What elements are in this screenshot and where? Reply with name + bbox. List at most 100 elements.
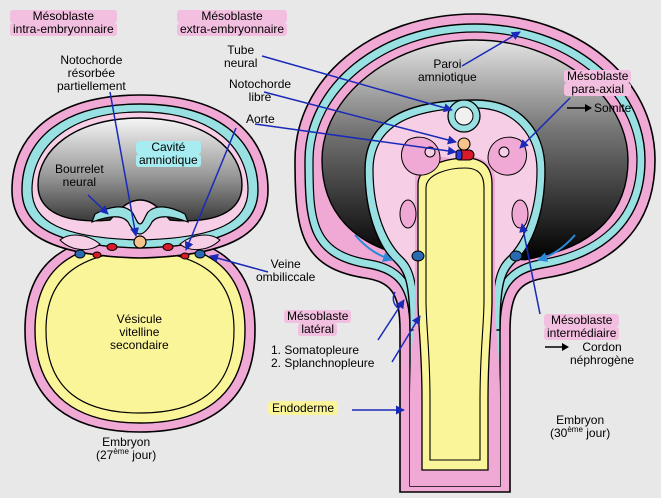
label-splanchnopleure: 2. Splanchnopleure <box>271 356 375 370</box>
label-notochorde-libre-line2: libre <box>248 90 272 104</box>
label-cavite-line1: Cavité <box>136 141 201 154</box>
label-meso-paraaxial: Mésoblaste para-axial <box>564 70 632 96</box>
intermediate-mesoblast-right <box>511 199 529 229</box>
label-meso-extra-line1: Mésoblaste <box>177 10 288 23</box>
label-vesicule-line2: vitelline <box>119 325 160 339</box>
arrow-intermediaire <box>519 223 541 315</box>
umbilical-vein-30-left <box>411 250 425 262</box>
label-notochorde-resorbee: Notochorde résorbée partiellement <box>57 54 126 93</box>
neural-groove <box>90 206 190 235</box>
label-bourrelet-line2: neural <box>62 175 97 189</box>
label-meso-intermediaire: Mésoblaste intermédiaire <box>544 314 620 340</box>
label-embryon-30-line1: Embryon <box>556 413 605 427</box>
label-meso-lateral-line1: Mésoblaste <box>284 310 352 323</box>
neural-tube-lumen <box>454 106 474 126</box>
label-paroi: Paroi amniotique <box>418 58 477 84</box>
label-embryon-30-day-a: (30 <box>550 426 568 440</box>
arrow-aorte-right <box>254 123 457 156</box>
label-embryon-27-day-a: (27 <box>96 448 114 462</box>
umbilical-vein-30-right <box>509 250 523 262</box>
arrow-tube-neural <box>261 55 453 113</box>
label-embryon-30: Embryon (30ème jour) <box>550 414 610 440</box>
label-embryon-27-line1: Embryon <box>102 435 151 449</box>
label-meso-lateral: Mésoblaste latéral <box>284 310 352 336</box>
label-endoderme: Endoderme <box>268 401 339 415</box>
label-somatopleure: 1. Somatopleure <box>271 343 360 357</box>
label-meso-extra: Mésoblaste extra-embryonnaire <box>177 10 288 36</box>
label-notochorde-resorbee-line3: partiellement <box>57 79 126 93</box>
label-embryon-27-sup: ème <box>113 447 129 456</box>
label-embryon-27-day-b: jour) <box>128 448 157 462</box>
arrow-somatopleure <box>377 299 405 341</box>
label-tube-neural-line2: neural <box>224 56 258 70</box>
label-meso-intra-line2: intra-embryonnaire <box>10 23 117 36</box>
label-veine: Veine ombiliccale <box>256 258 315 284</box>
arrow-veine <box>209 253 269 273</box>
label-notochorde-resorbee-line1: Notochorde <box>60 53 123 67</box>
label-notochorde-resorbee-line2: résorbée <box>67 66 116 80</box>
label-endoderme-text: Endoderme <box>268 401 339 415</box>
label-embryon-27: Embryon (27ème jour) <box>96 436 156 462</box>
arrow-meso-lateral <box>392 291 399 309</box>
label-meso-intra-line1: Mésoblaste <box>10 10 117 23</box>
cordon-arrow-head <box>562 343 569 351</box>
label-meso-lateral-line2: latéral <box>298 323 338 336</box>
label-paroi-line2: amniotique <box>418 70 477 84</box>
label-veine-line2: ombiliccale <box>256 270 316 284</box>
aorta-left-4 <box>180 252 190 260</box>
label-meso-extra-line2: extra-embryonnaire <box>177 23 288 36</box>
label-paroi-line1: Paroi <box>433 57 462 71</box>
label-cavite: Cavité amniotique <box>136 141 201 167</box>
label-tube-neural: Tube neural <box>224 44 257 70</box>
label-cavite-line2: amniotique <box>136 154 201 167</box>
aorta-left-2 <box>162 243 174 251</box>
somite-right-cavity <box>498 146 510 158</box>
notochord-right <box>457 137 471 151</box>
arrow-aorte-left <box>184 127 237 251</box>
label-notochorde-libre-line1: Notochorde <box>229 77 292 91</box>
pointer-arrows <box>87 31 571 415</box>
aorta-left-1 <box>106 243 118 251</box>
arrow-bourrelet <box>87 194 109 215</box>
aorta-left-3 <box>92 251 102 259</box>
label-meso-intermediaire-line2: intermédiaire <box>544 327 620 340</box>
intermediate-mesoblast-left <box>399 199 417 229</box>
label-veine-line1: Veine <box>270 257 301 271</box>
somite-arrow-head <box>585 104 592 112</box>
label-cordon-line1: Cordon <box>582 340 622 354</box>
label-meso-paraaxial-line1: Mésoblaste <box>564 70 632 83</box>
aorta-right-blue <box>455 149 463 161</box>
lateral-mesoblast-left <box>59 234 101 250</box>
label-meso-intra: Mésoblaste intra-embryonnaire <box>10 10 117 36</box>
label-tube-neural-line1: Tube <box>227 43 255 57</box>
label-vesicule-line1: Vésicule <box>116 312 163 326</box>
label-vesicule: Vésicule vitelline secondaire <box>110 313 169 352</box>
label-meso-paraaxial-line2: para-axial <box>564 83 632 96</box>
notochord-left <box>133 235 147 249</box>
somite-left <box>400 136 441 176</box>
arrow-notochorde-resorbee <box>109 91 139 237</box>
arrow-paroi <box>461 31 521 67</box>
embryo-30-days <box>294 13 656 493</box>
label-aorte: Aorte <box>246 112 275 126</box>
gut-tube-lumen <box>425 167 485 461</box>
label-notochorde-libre: Notochorde libre <box>229 78 291 104</box>
label-embryon-30-line2: (30ème jour) <box>550 425 611 440</box>
label-embryon-30-sup: ème <box>567 425 583 434</box>
arrow-splanchnopleure <box>391 315 421 363</box>
label-cordon-line2: néphrogène <box>570 353 635 367</box>
umbilical-vein-right <box>194 249 206 259</box>
umbilical-vein-left <box>74 249 86 259</box>
label-meso-intermediaire-line1: Mésoblaste <box>544 314 620 327</box>
label-cordon: Cordon néphrogène <box>570 341 634 367</box>
label-vesicule-line3: secondaire <box>110 338 169 352</box>
flow-arrow-left <box>354 234 393 262</box>
yolk-sac-interior <box>45 249 235 414</box>
label-embryon-30-day-b: jour) <box>582 426 611 440</box>
embryo-27-days <box>11 94 269 433</box>
label-bourrelet: Bourrelet neural <box>55 163 104 189</box>
label-embryon-27-line2: (27ème jour) <box>96 447 157 462</box>
somite-left-cavity <box>424 146 436 158</box>
